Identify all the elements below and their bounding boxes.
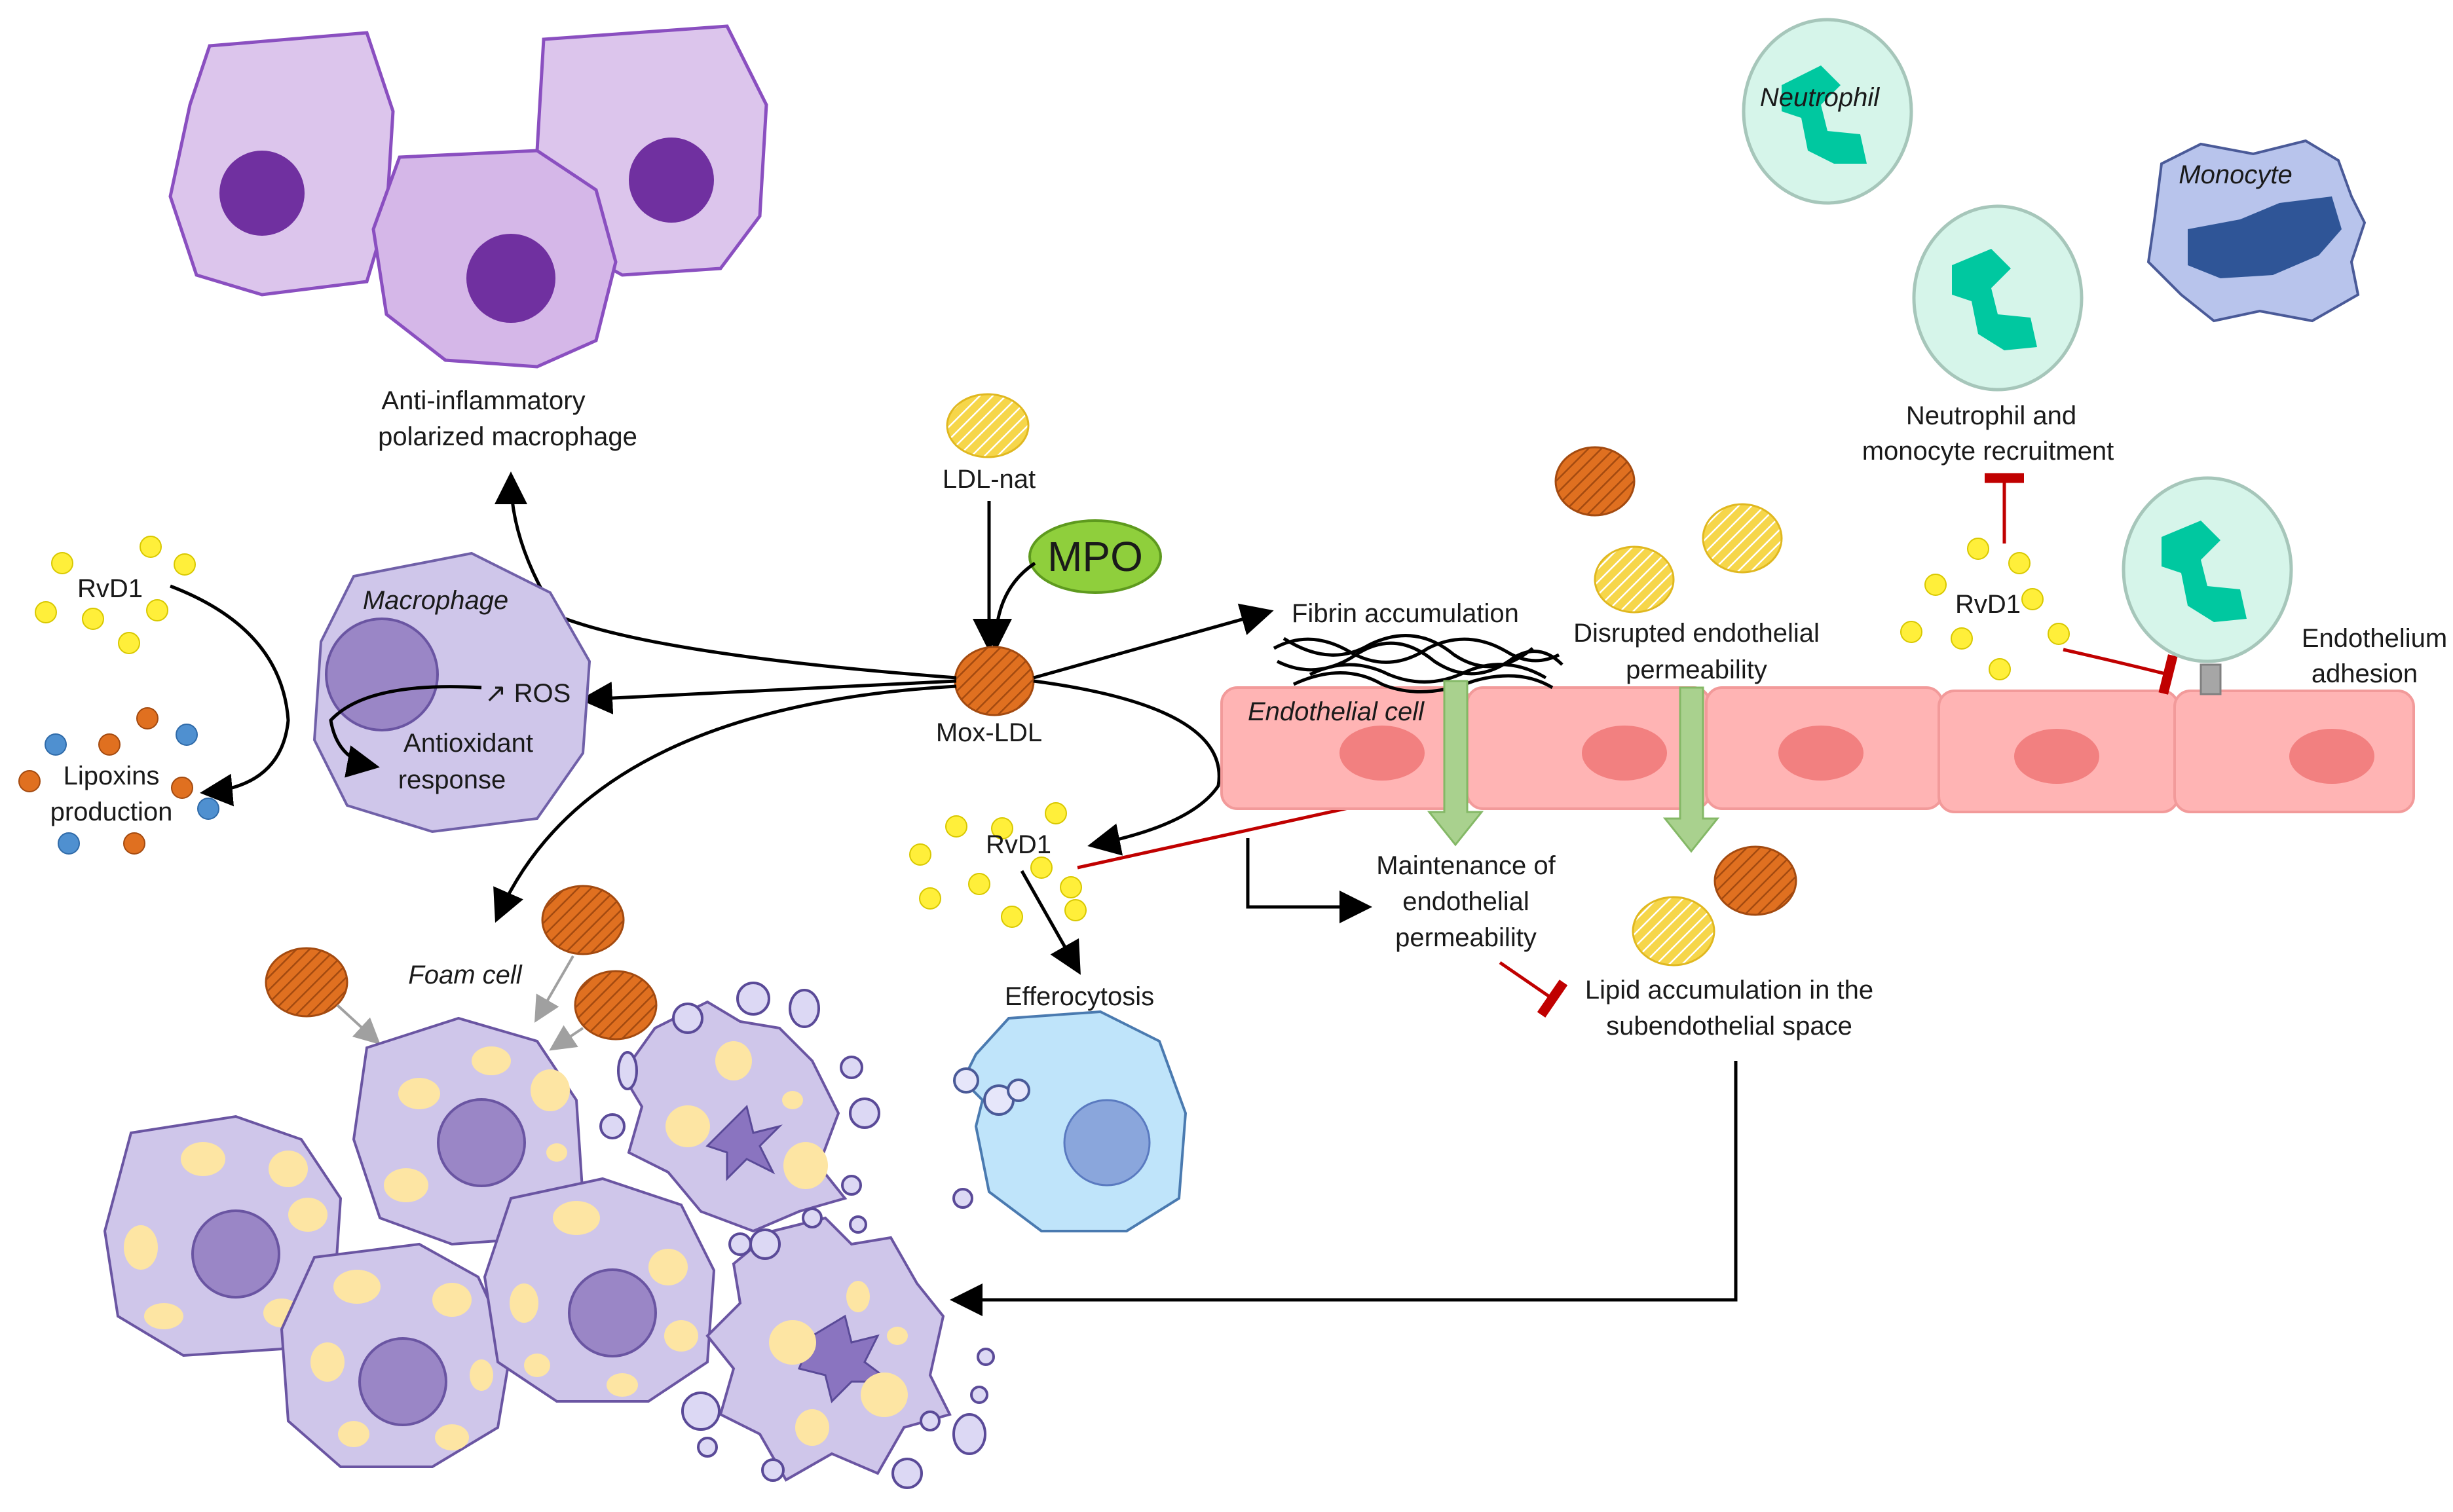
oxldl-particle (265, 947, 348, 1018)
anti-inflammatory-macrophages (168, 24, 768, 369)
mpo-oxidation-arrow (979, 561, 1036, 652)
ldl-particle (1594, 545, 1675, 614)
foam-cell (483, 1177, 716, 1403)
neutrophil-cell (1742, 18, 1913, 205)
maintenance-label-2: endothelial (1402, 887, 1529, 916)
foam-cell-label: Foam cell (408, 961, 522, 989)
maintenance-arrow (1246, 838, 1372, 923)
endothelium (1220, 686, 2415, 813)
antioxidant-label-2: response (398, 765, 506, 794)
mpo-label: MPO (1047, 533, 1143, 580)
neutrophil-cell (1912, 204, 2084, 392)
recruitment-label-1: Neutrophil and (1906, 401, 2076, 430)
mox-ldl-arrows (493, 471, 1274, 923)
neutrophil-label: Neutrophil (1760, 83, 1880, 112)
adhering-neutrophil (2122, 476, 2293, 695)
rvd1-to-efferocytosis-arrow (1020, 870, 1081, 975)
ldl-particle (1632, 896, 1715, 967)
rvd1-particles-center (909, 802, 1087, 928)
lipid-to-foam-arrow (950, 1061, 1738, 1316)
foam-cell (280, 1242, 513, 1468)
maintenance-label-3: permeability (1395, 923, 1537, 952)
ros-label: ↗ ROS (485, 679, 571, 708)
adhesion-label-1: Endothelium (2302, 624, 2447, 653)
lipoxin-particles (18, 707, 219, 855)
oxldl-particle (1554, 446, 1636, 517)
lipid-label-1: Lipid accumulation in the (1585, 976, 1873, 1005)
mox-ldl-particle (954, 646, 1035, 716)
uptake-arrows (336, 955, 584, 1051)
rvd1-particles-right (1900, 538, 2070, 680)
mpo-enzyme (1028, 519, 1162, 594)
rvd1-inhibit-adhesion (2063, 648, 2178, 695)
monocyte-label: Monocyte (2179, 160, 2292, 189)
ldl-particle (1702, 503, 1783, 574)
oxldl-particle (574, 970, 658, 1041)
macrophage-label: Macrophage (363, 586, 508, 615)
disrupted-label-2: permeability (1626, 655, 1767, 684)
apoptotic-foam-cell (620, 1000, 848, 1233)
anti-macrophage-label-2: polarized macrophage (378, 422, 637, 451)
rvd1-particles-left (35, 536, 196, 654)
efferocyte-nucleus (1063, 1099, 1151, 1187)
fibrin-label: Fibrin accumulation (1292, 599, 1519, 628)
fibrin-network (1273, 634, 1564, 693)
maintenance-inhibit-lipid (1499, 961, 1568, 1018)
permeability-arrow (1662, 686, 1720, 853)
lipid-label-2: subendothelial space (1606, 1012, 1852, 1041)
efferocytosis-label: Efferocytosis (1005, 982, 1154, 1011)
anti-macrophage-label-1: Anti-inflammatory (381, 386, 585, 415)
ldl-nat-particle (946, 393, 1030, 458)
rvd1-center-label: RvD1 (986, 830, 1051, 859)
rvd1-right-label: RvD1 (1955, 590, 2021, 619)
disrupted-label-1: Disrupted endothelial (1573, 619, 1820, 648)
apoptotic-bodies (599, 982, 995, 1489)
rvd1-left-label: RvD1 (77, 574, 143, 603)
lipoxins-label-2: production (50, 798, 173, 826)
oxldl-particle (1713, 845, 1797, 916)
ldl-nat-label: LDL-nat (943, 465, 1036, 494)
recruitment-label-2: monocyte recruitment (1862, 437, 2114, 466)
rvd1-to-lipoxins-arrow (170, 584, 290, 807)
monocyte-cell (2146, 139, 2367, 323)
adhesion-label-2: adhesion (2312, 659, 2418, 688)
oxldl-particle (541, 885, 625, 955)
macrophage-nucleus (325, 618, 439, 731)
maintenance-label-1: Maintenance of (1376, 851, 1556, 880)
endothelial-cell-label: Endothelial cell (1248, 697, 1425, 726)
mox-ldl-label: Mox-LDL (936, 718, 1042, 747)
lipoxins-label-1: Lipoxins (64, 762, 160, 790)
ros-to-antioxidant-arrow (329, 685, 482, 778)
apoptotic-foam-cell (705, 1216, 952, 1482)
engulfed-bodies (953, 1067, 1030, 1116)
permeability-arrow (1427, 680, 1484, 847)
antioxidant-label-1: Antioxidant (403, 729, 533, 758)
